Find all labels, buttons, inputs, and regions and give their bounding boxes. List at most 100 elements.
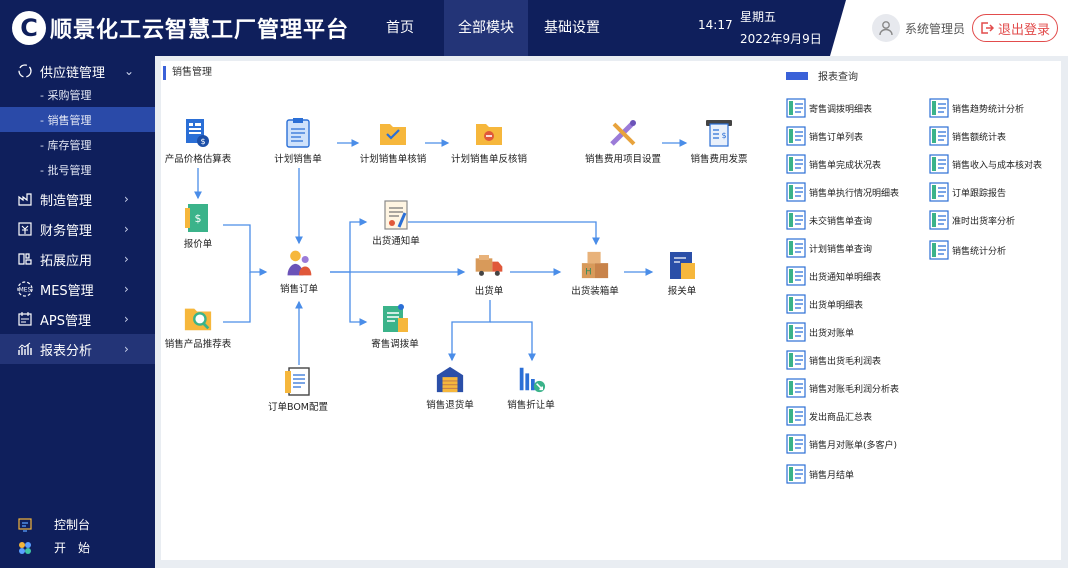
report-label: 销售对账毛利润分析表	[809, 384, 900, 395]
report-link[interactable]: 未交销售单查询	[786, 210, 872, 230]
report-doc-icon	[786, 294, 806, 314]
node-plan-unverify[interactable]: 计划销售单反核销	[449, 118, 529, 165]
node-quote[interactable]: $ 报价单	[158, 203, 238, 250]
node-ship-notice[interactable]: 出货通知单	[356, 200, 436, 247]
node-discount[interactable]: 销售折让单	[491, 364, 571, 411]
console-link[interactable]: 控制台	[18, 516, 90, 533]
report-link[interactable]: 发出商品汇总表	[786, 406, 872, 426]
brand-logo: C	[12, 11, 46, 45]
report-link[interactable]: 出货对账单	[786, 322, 854, 342]
chevron-right-icon: ›	[124, 312, 129, 326]
node-return[interactable]: 销售退货单	[410, 364, 490, 411]
node-label: 计划销售单反核销	[450, 154, 527, 165]
main-panel	[161, 61, 1061, 560]
warehouse-return-icon	[435, 364, 465, 394]
report-link[interactable]: 订单跟踪报告	[929, 182, 1006, 202]
node-fee-invoice[interactable]: $ 销售费用发票	[679, 118, 759, 165]
report-link[interactable]: 销售统计分析	[929, 240, 1006, 260]
node-plan-verify[interactable]: 计划销售单核销	[353, 118, 433, 165]
sidebar-item-supply-chain[interactable]: 供应链管理 ⌄	[0, 56, 155, 86]
report-link[interactable]: 销售额统计表	[929, 126, 1006, 146]
aps-icon	[16, 310, 34, 328]
logout-icon	[981, 22, 994, 34]
node-label: 销售订单	[279, 284, 318, 295]
node-shipment[interactable]: 出货单	[449, 250, 529, 297]
nav-basic-settings[interactable]: 基础设置	[544, 20, 600, 36]
sidebar: 供应链管理 ⌄ - 采购管理 - 销售管理 - 库存管理 - 批号管理 制造管理…	[0, 56, 155, 568]
date: 2022年9月9日	[740, 32, 822, 46]
report-label: 订单跟踪报告	[952, 188, 1007, 199]
report-link[interactable]: 销售趋势统计分析	[929, 98, 1024, 118]
node-label: 报价单	[183, 239, 213, 250]
report-label: 准时出货率分析	[952, 216, 1016, 227]
start-icon	[19, 541, 31, 554]
calculator-doc-icon: $	[183, 118, 213, 148]
avatar[interactable]	[872, 14, 900, 42]
sidebar-sub-inventory[interactable]: - 库存管理	[40, 138, 92, 152]
sidebar-sub-sales[interactable]: - 销售管理	[0, 107, 155, 132]
supply-chain-icon	[16, 62, 34, 80]
node-plan-order[interactable]: 计划销售单	[258, 118, 338, 165]
report-link[interactable]: 销售单执行情况明细表	[786, 182, 899, 202]
report-label: 出货单明细表	[809, 300, 864, 311]
report-doc-icon	[786, 182, 806, 202]
node-recommend[interactable]: 销售产品推荐表	[158, 303, 238, 350]
node-label: 出货单	[474, 286, 504, 297]
boxes-icon: H	[580, 250, 610, 280]
invoice-icon: $	[704, 118, 734, 148]
start-link[interactable]: 开 始	[18, 539, 90, 556]
report-link[interactable]: 计划销售单查询	[786, 238, 872, 258]
sidebar-item-report[interactable]: 报表分析 ›	[0, 334, 155, 364]
report-label: 销售趋势统计分析	[952, 104, 1025, 115]
logout-button[interactable]: 退出登录	[972, 14, 1058, 42]
report-label: 销售统计分析	[952, 246, 1007, 257]
report-link[interactable]: 销售收入与成本核对表	[929, 154, 1042, 174]
folder-undo-icon	[474, 118, 504, 148]
node-price-table[interactable]: $ 产品价格估算表	[158, 118, 238, 165]
nav-home[interactable]: 首页	[386, 20, 414, 36]
node-fee-setting[interactable]: 销售费用项目设置	[583, 118, 663, 165]
node-label: 销售产品推荐表	[164, 339, 232, 350]
folder-check-icon	[378, 118, 408, 148]
report-link[interactable]: 销售月结单	[786, 464, 854, 484]
node-customs[interactable]: 报关单	[642, 250, 722, 297]
report-label: 出货通知单明细表	[809, 272, 882, 283]
sidebar-item-label: MES管理	[40, 283, 94, 299]
report-link[interactable]: 出货单明细表	[786, 294, 863, 314]
user-panel	[830, 0, 1068, 56]
node-consign[interactable]: 寄售调拨单	[355, 303, 435, 350]
report-label: 发出商品汇总表	[809, 412, 873, 423]
delivery-truck-icon	[474, 250, 504, 280]
sidebar-item-finance[interactable]: 财务管理 ›	[0, 214, 155, 244]
report-label: 销售月对账单(多客户)	[809, 440, 898, 451]
sidebar-sub-batch[interactable]: - 批号管理	[40, 163, 92, 177]
report-link[interactable]: 销售单完成状况表	[786, 154, 881, 174]
node-sales-order[interactable]: 销售订单	[259, 248, 339, 295]
report-link[interactable]: 寄售调拨明细表	[786, 98, 872, 118]
sidebar-sub-purchase[interactable]: - 采购管理	[40, 88, 92, 102]
node-packing[interactable]: H 出货装箱单	[555, 250, 635, 297]
sidebar-item-manufacturing[interactable]: 制造管理 ›	[0, 184, 155, 214]
sidebar-item-label: 报表分析	[40, 343, 93, 359]
node-bom[interactable]: 订单BOM配置	[258, 366, 338, 413]
report-label: 出货对账单	[809, 328, 855, 339]
date-display: 星期五 2022年9月9日	[740, 6, 822, 50]
sidebar-item-extend[interactable]: 拓展应用 ›	[0, 244, 155, 274]
report-link[interactable]: 出货通知单明细表	[786, 266, 881, 286]
report-link[interactable]: 销售订单列表	[786, 126, 863, 146]
sidebar-item-mes[interactable]: MES MES管理 ›	[0, 274, 155, 304]
report-link[interactable]: 准时出货率分析	[929, 210, 1015, 230]
nav-all-modules[interactable]: 全部模块	[444, 0, 528, 56]
node-label: 销售费用发票	[690, 154, 748, 165]
report-link[interactable]: 销售出货毛利润表	[786, 350, 881, 370]
report-doc-icon	[786, 154, 806, 174]
report-link[interactable]: 销售对账毛利润分析表	[786, 378, 899, 398]
report-chart-icon	[16, 340, 34, 358]
node-label: 订单BOM配置	[267, 402, 329, 413]
sidebar-item-aps[interactable]: APS管理 ›	[0, 304, 155, 334]
report-doc-icon	[786, 378, 806, 398]
node-label: 销售退货单	[426, 400, 474, 411]
chevron-right-icon: ›	[124, 342, 129, 356]
svg-text:$: $	[200, 137, 205, 146]
report-link[interactable]: 销售月对账单(多客户)	[786, 434, 897, 454]
